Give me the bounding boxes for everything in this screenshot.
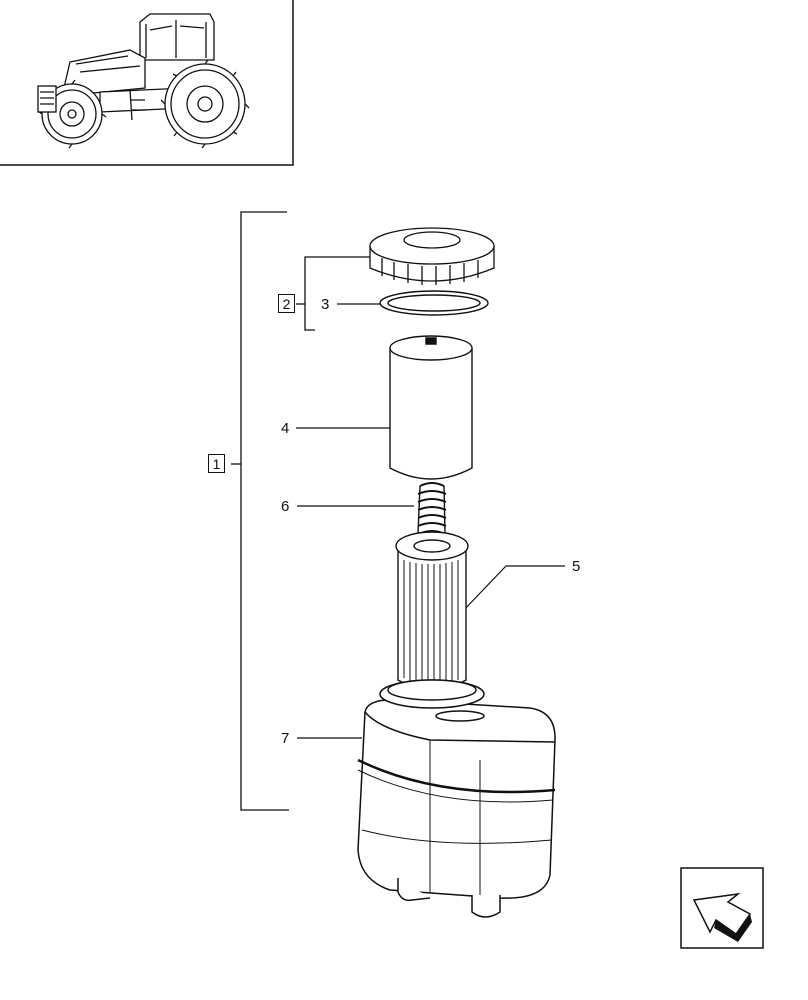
group-bracket-1: [231, 211, 289, 811]
filter-cartridge: [389, 335, 473, 480]
strainer-element: [395, 531, 469, 691]
tractor-thumbnail: [0, 0, 294, 166]
part-label-4: 4: [281, 420, 290, 437]
part-label-5: 5: [572, 558, 581, 575]
group-label-1: 1: [208, 454, 225, 473]
seal-ring: [379, 290, 489, 316]
group-bracket-2: [296, 256, 371, 331]
reservoir-cap: [369, 227, 495, 285]
part-label-6: 6: [281, 498, 290, 515]
back-arrow-icon[interactable]: [680, 867, 764, 949]
part-label-7: 7: [281, 730, 290, 747]
group-label-2: 2: [278, 294, 295, 313]
leader-5: [461, 565, 565, 613]
tractor-icon: [37, 13, 250, 149]
part-label-3: 3: [321, 296, 330, 313]
reservoir-body: [357, 679, 556, 918]
leader-lines: [296, 303, 565, 739]
spring: [417, 482, 447, 535]
